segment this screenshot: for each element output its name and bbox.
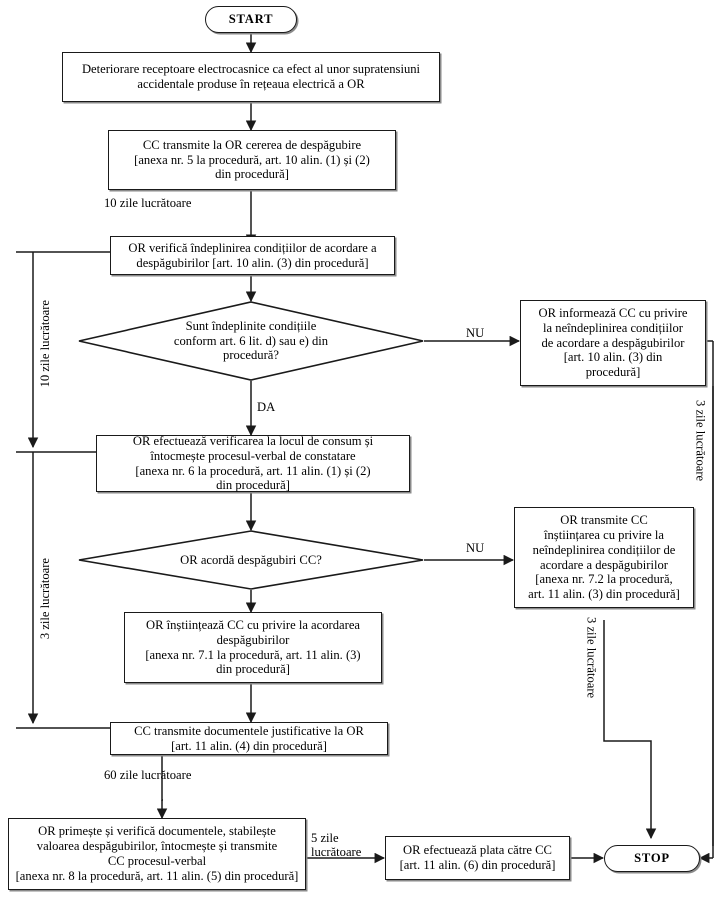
node-cc-documents-label: CC transmite documentele justificative l… xyxy=(134,723,364,753)
node-damage-label: Deteriorare receptoare electrocasnice ca… xyxy=(81,62,421,91)
node-or-field-check[interactable]: OR efectuează verificarea la locul de co… xyxy=(96,433,410,493)
edge-label-no-grant: NU xyxy=(466,541,485,555)
node-or-notify-no[interactable]: OR transmite CC înștiințarea cu privire … xyxy=(514,507,694,608)
node-decision-conditions[interactable]: Sunt îndeplinite condițiile conform art.… xyxy=(78,301,424,381)
node-or-inform-no[interactable]: OR informează CC cu privire la neîndepli… xyxy=(520,300,706,386)
node-decision-conditions-label: Sunt îndeplinite condițiile conform art.… xyxy=(173,318,329,363)
edge-label-three-days-right-bottom: 3 zile lucrătoare xyxy=(584,617,599,699)
edge-label-ten-days-left: 10 zile lucrătoare xyxy=(38,300,52,388)
edge-label-no-conditions: NU xyxy=(466,326,485,340)
edge-label-ten-days-request: 10 zile lucrătoare xyxy=(104,196,192,210)
node-or-field-check-label: OR efectuează verificarea la locul de co… xyxy=(132,433,374,493)
edge-label-three-days-right-top: 3 zile lucrătoare xyxy=(693,400,708,482)
node-or-receive-docs-label: OR primește și verifică documentele, sta… xyxy=(15,824,299,883)
node-or-verify[interactable]: OR verifică îndeplinirea condițiilor de … xyxy=(110,236,395,275)
node-or-inform-no-label: OR informează CC cu privire la neîndepli… xyxy=(538,305,688,380)
node-damage[interactable]: Deteriorare receptoare electrocasnice ca… xyxy=(62,52,440,102)
edge-label-yes-conditions: DA xyxy=(257,400,276,414)
node-start[interactable]: START xyxy=(205,6,297,33)
decision-diamond-shape-grant xyxy=(78,530,424,590)
edge-label-five-days: 5 zile lucrătoare xyxy=(311,831,362,860)
node-or-notify-no-label: OR transmite CC înștiințarea cu privire … xyxy=(528,512,680,602)
node-decision-grant[interactable]: OR acordă despăgubiri CC? xyxy=(78,530,424,590)
node-stop[interactable]: STOP xyxy=(604,845,700,872)
node-or-receive-docs[interactable]: OR primește și verifică documentele, sta… xyxy=(8,818,306,890)
node-cc-request[interactable]: CC transmite la OR cererea de despăgubir… xyxy=(108,130,396,190)
node-start-label: START xyxy=(228,12,274,27)
node-or-notify-yes-label: OR înștiințează CC cu privire la acordar… xyxy=(145,617,361,677)
node-or-notify-yes[interactable]: OR înștiințează CC cu privire la acordar… xyxy=(124,612,382,683)
edge-label-three-days-left: 3 zile lucrătoare xyxy=(38,558,52,640)
decision-diamond-shape xyxy=(78,301,424,381)
node-stop-label: STOP xyxy=(634,851,670,866)
node-or-verify-label: OR verifică îndeplinirea condițiilor de … xyxy=(128,240,377,270)
node-cc-request-label: CC transmite la OR cererea de despăgubir… xyxy=(134,137,370,182)
node-cc-documents[interactable]: CC transmite documentele justificative l… xyxy=(110,722,388,755)
node-or-payment-label: OR efectuează plata către CC [art. 11 al… xyxy=(399,843,556,872)
edge-label-sixty-days: 60 zile lucrătoare xyxy=(104,768,192,782)
node-or-payment[interactable]: OR efectuează plata către CC [art. 11 al… xyxy=(385,836,570,880)
node-decision-grant-label: OR acordă despăgubiri CC? xyxy=(180,552,322,567)
